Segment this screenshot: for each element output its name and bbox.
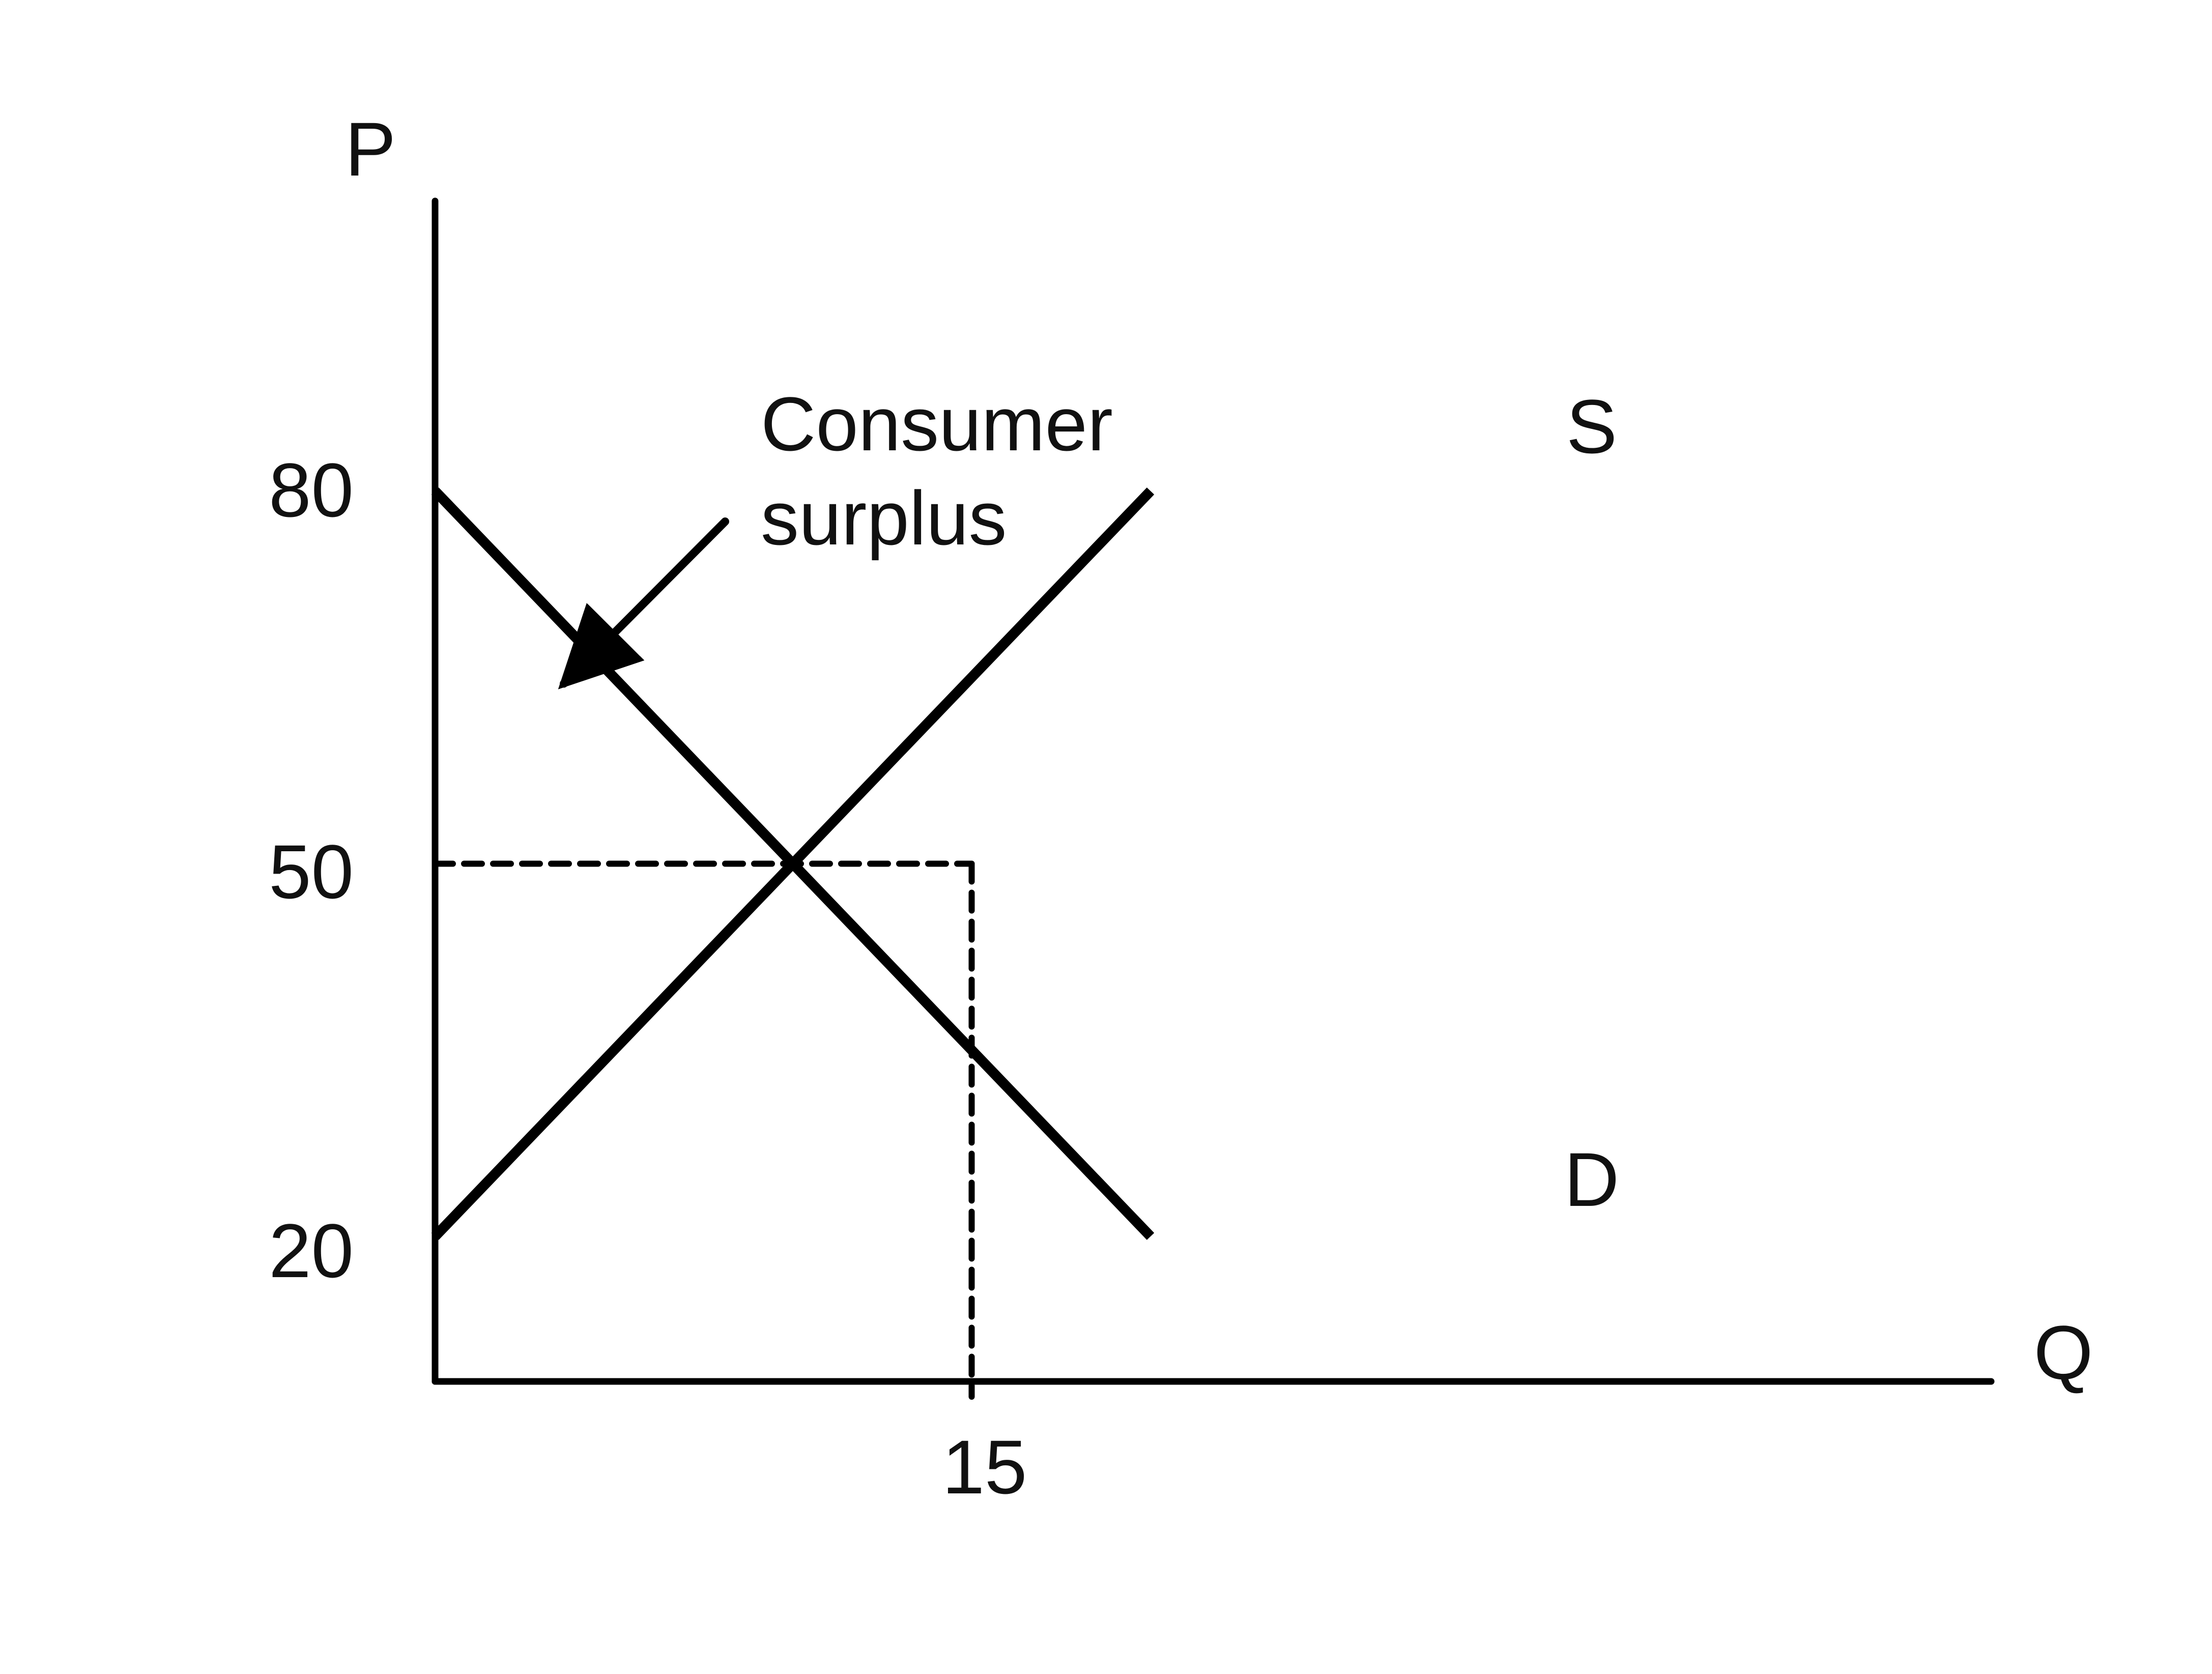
annotation-line-2: surplus [761, 475, 1007, 561]
annotation-line-1: Consumer [761, 381, 1113, 467]
x-axis-label: Q [2034, 1310, 2093, 1395]
y-tick-label-80: 80 [269, 447, 354, 533]
y-axis-label: P [345, 106, 396, 192]
x-tick-label-15: 15 [942, 1424, 1027, 1510]
demand-curve-label: D [1564, 1137, 1619, 1222]
supply-curve-label: S [1566, 384, 1617, 469]
y-tick-label-50: 50 [269, 829, 354, 914]
y-tick-label-20: 20 [269, 1208, 354, 1293]
supply-curve [431, 487, 1155, 1240]
annotation-arrow [558, 517, 729, 689]
